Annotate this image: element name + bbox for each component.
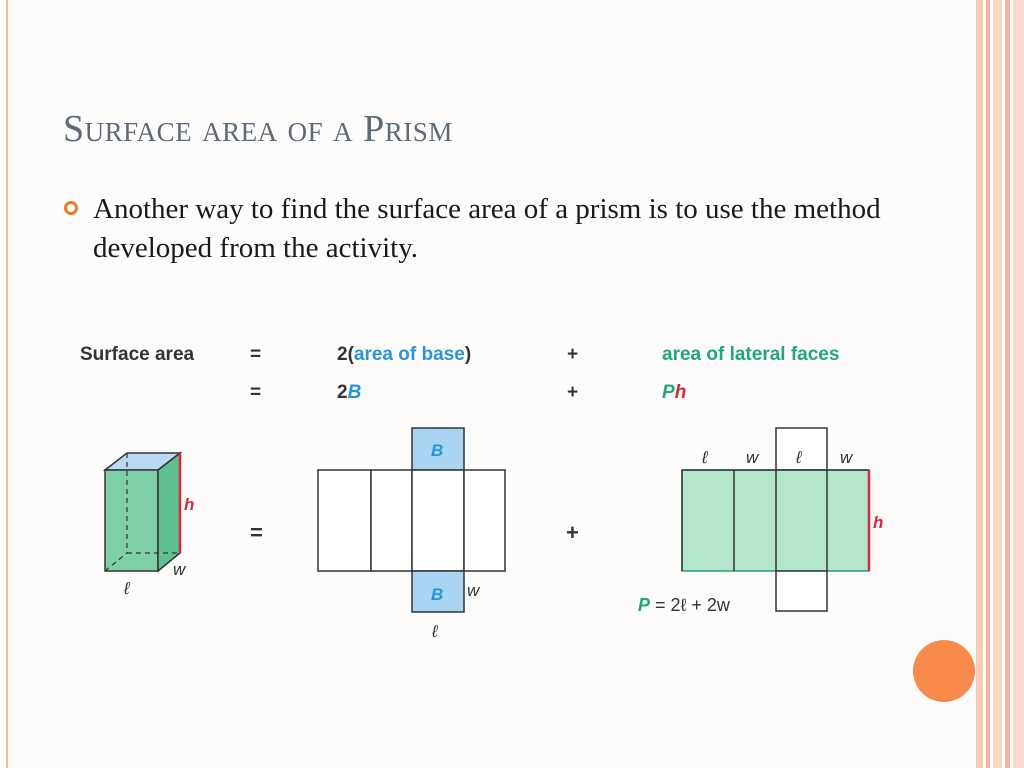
decorative-orange-circle	[913, 640, 975, 702]
prism-width-label: w	[173, 560, 187, 579]
formula-var-p: P	[662, 382, 675, 403]
formula-term1-suffix: )	[465, 344, 471, 365]
formula-equals-2: =	[250, 382, 261, 403]
figure-plus: +	[566, 520, 579, 545]
formula-var-b: B	[348, 382, 362, 403]
perimeter-var-p: P	[638, 595, 651, 615]
formula-label: Surface area	[80, 344, 195, 365]
formula-lateral-faces: area of lateral faces	[662, 344, 839, 365]
lateral-top-label-1: ℓ	[701, 448, 708, 467]
net-width-label: w	[467, 581, 481, 600]
formula-2b: 2B	[337, 382, 362, 403]
lateral-top-label-4: w	[840, 448, 854, 467]
formula-two: 2	[337, 382, 348, 403]
bullet-marker-icon	[64, 201, 78, 215]
figure-equals: =	[250, 520, 263, 545]
formula-area-of-base: area of base	[354, 344, 465, 365]
formula-equals-1: =	[250, 344, 261, 365]
prism-length-label: ℓ	[123, 579, 130, 598]
right-frame-bands	[976, 0, 1024, 768]
prism-net	[317, 427, 506, 613]
left-frame-border	[0, 0, 8, 768]
net-bottom-base-label: B	[431, 585, 443, 604]
prism-height-label: h	[184, 495, 194, 514]
formula-var-h: h	[675, 382, 687, 403]
formula-ph: Ph	[662, 382, 686, 403]
net-length-label: ℓ	[431, 622, 438, 641]
perimeter-formula: P = 2ℓ + 2w	[638, 595, 731, 615]
lateral-top-label-2: w	[746, 448, 760, 467]
formula-plus-1: +	[567, 344, 578, 365]
prism-figure	[102, 451, 183, 573]
lateral-top-label-3: ℓ	[795, 448, 802, 467]
formula-plus-2: +	[567, 382, 578, 403]
formula-term1: 2(area of base)	[337, 344, 471, 365]
lateral-height-label: h	[873, 513, 883, 532]
perimeter-expression: = 2ℓ + 2w	[650, 595, 731, 615]
bullet-text: Another way to find the surface area of …	[93, 193, 881, 264]
slide-title: Surface area of a Prism	[63, 108, 453, 150]
formula-term1-prefix: 2(	[337, 344, 355, 365]
lateral-faces	[681, 427, 871, 612]
net-top-base-label: B	[431, 441, 443, 460]
